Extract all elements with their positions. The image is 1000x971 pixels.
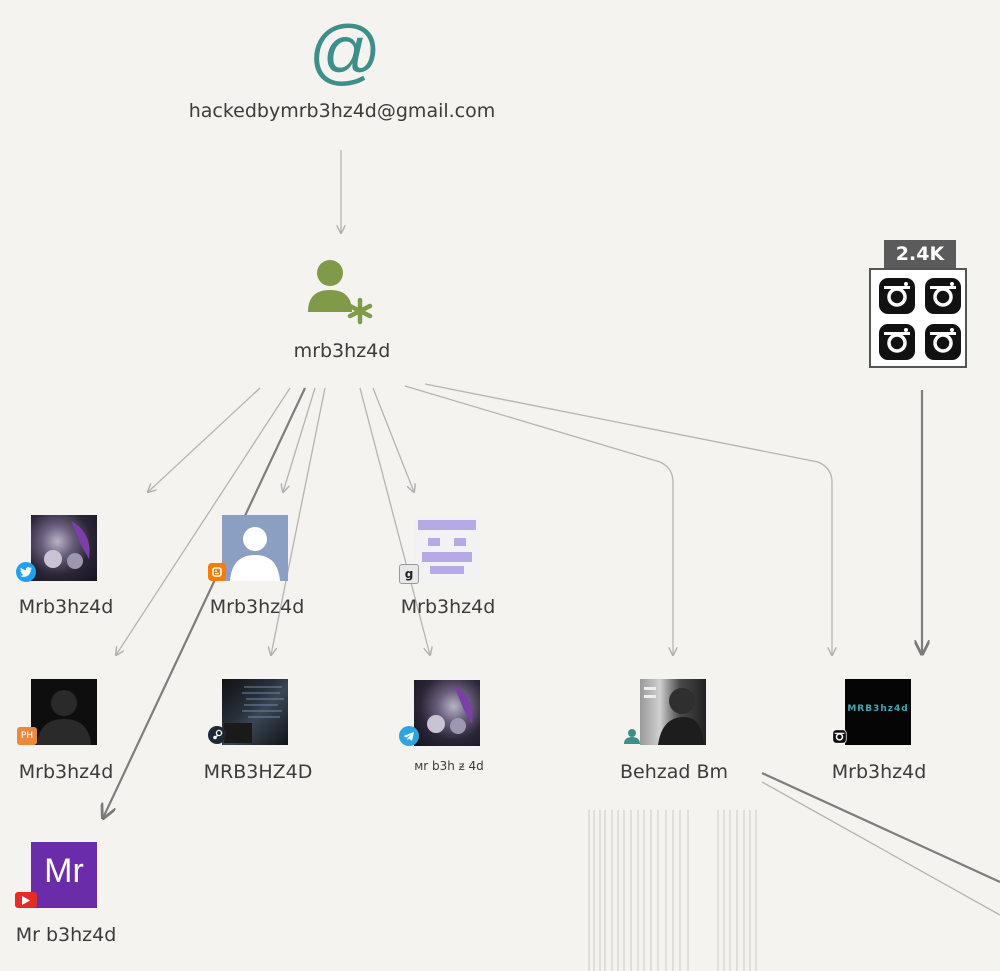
gravatar-icon: g [399, 564, 419, 584]
avatar [222, 679, 288, 745]
avatar: Mr [31, 842, 97, 908]
edge-bundle [588, 810, 757, 971]
avatar [31, 679, 97, 745]
instagram-icon [925, 278, 961, 314]
steam-icon [208, 726, 226, 744]
avatar [222, 515, 288, 581]
avatar [414, 680, 480, 746]
email-node[interactable]: @ hackedbymrb3hz4d@gmail.com [170, 12, 520, 132]
profile-node-twitter[interactable]: Mrb3hz4d [0, 514, 135, 624]
count-badge: 2.4K [884, 240, 956, 268]
profile-node-blogger[interactable]: Mrb3hz4d [190, 514, 325, 624]
profile-label: Mrb3hz4d [831, 761, 927, 783]
edge-user-to-instagram [424, 383, 832, 655]
profile-label: Mrb3hz4d [400, 596, 496, 618]
edge-user-to-twitter [148, 387, 261, 492]
at-sign-icon: @ [308, 12, 382, 92]
edge-user-to-youtube [103, 387, 306, 818]
user-node[interactable]: mrb3hz4d [270, 252, 420, 367]
avatar [414, 516, 480, 582]
edge-user-to-telegram [359, 387, 430, 655]
edge-user-to-blogger [283, 387, 316, 492]
profile-node-telegram[interactable]: мr b3h ᵶ 4d [381, 679, 516, 789]
profile-label: MRB3HZ4D [203, 761, 313, 783]
profile-node-person[interactable]: Behzad Bm [605, 679, 745, 789]
youtube-icon [15, 892, 37, 908]
instagram-icon [879, 324, 915, 360]
avatar: MRB3hz4d [845, 679, 911, 745]
edge-user-to-producthunt [116, 387, 291, 655]
profile-node-instagram[interactable]: MRB3hz4d Mrb3hz4d [812, 679, 952, 789]
profile-label: Mrb3hz4d [209, 596, 305, 618]
instagram-icon [832, 729, 847, 744]
person-icon [624, 729, 640, 744]
blogger-icon [208, 563, 226, 581]
profile-label: мr b3h ᵶ 4d [414, 759, 484, 773]
profile-node-steam[interactable]: MRB3HZ4D [190, 679, 330, 789]
profile-node-youtube[interactable]: Mr Mr b3hz4d [0, 842, 135, 952]
profile-label: Behzad Bm [619, 761, 729, 783]
user-label: mrb3hz4d [293, 340, 391, 362]
avatar [640, 679, 706, 745]
edge-person-out-2 [761, 781, 1000, 916]
edge-user-to-steam [271, 387, 326, 655]
edge-user-to-person [404, 385, 673, 655]
profile-label: Mr b3hz4d [15, 924, 117, 946]
avatar-text: MRB3hz4d [847, 704, 909, 714]
twitter-icon [16, 562, 36, 582]
edge-user-to-gravatar [372, 387, 414, 492]
avatar [31, 515, 97, 581]
profile-label: Mrb3hz4d [18, 761, 114, 783]
instagram-group-box [869, 268, 967, 368]
profile-node-gravatar[interactable]: g Mrb3hz4d [381, 514, 516, 624]
profile-label: Mrb3hz4d [18, 596, 114, 618]
edge-person-out-1 [761, 771, 1000, 884]
email-label: hackedbymrb3hz4d@gmail.com [188, 100, 496, 122]
telegram-icon [399, 726, 419, 746]
instagram-group-node[interactable]: 2.4K [868, 240, 974, 372]
avatar-text: Mr [44, 852, 84, 890]
user-icon [308, 260, 373, 325]
instagram-icon [925, 324, 961, 360]
instagram-icon [879, 278, 915, 314]
producthunt-icon: PH [17, 727, 37, 745]
profile-node-producthunt[interactable]: PH Mrb3hz4d [0, 679, 135, 789]
